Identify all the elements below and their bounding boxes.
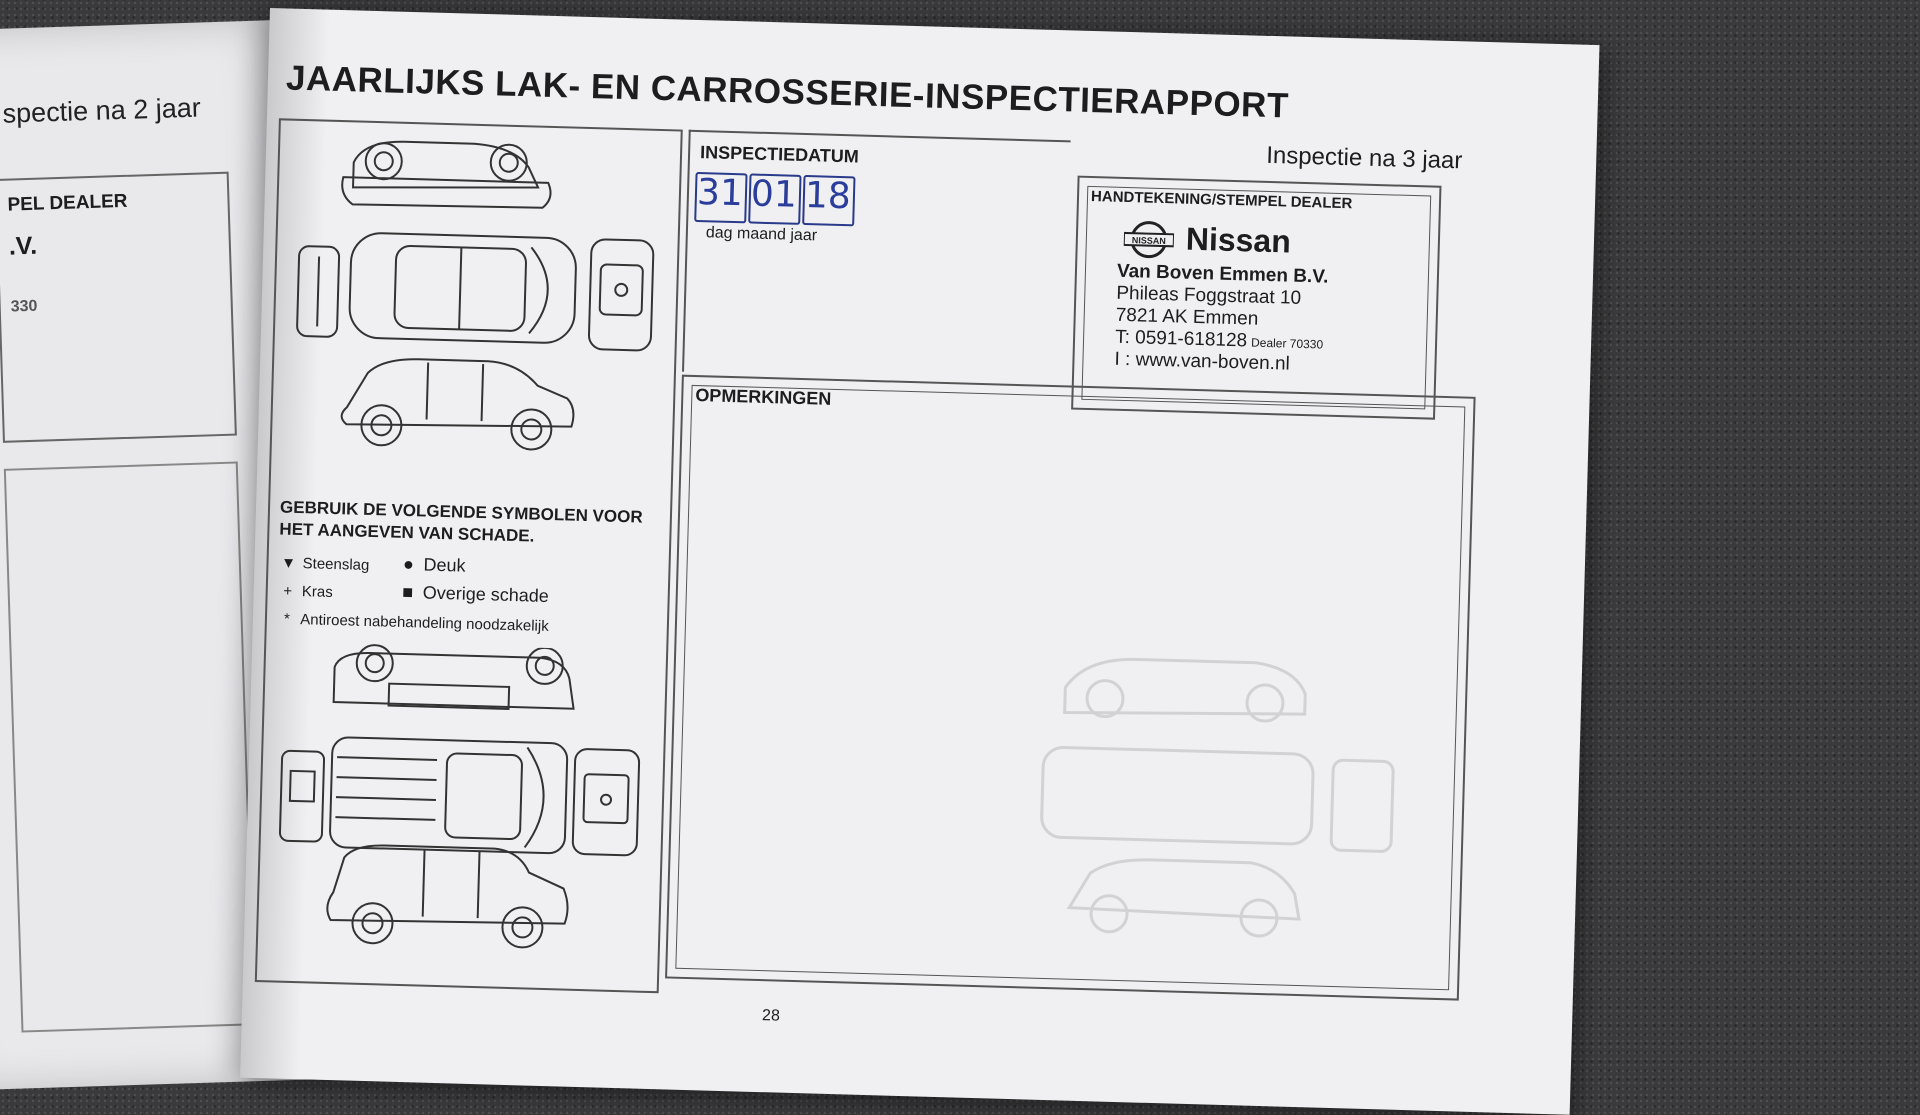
legend-label: Steenslag <box>302 555 370 574</box>
previous-dealer-number: 330 <box>10 297 38 316</box>
inspection-date-label: INSPECTIEDATUM <box>699 142 860 167</box>
page-number: 28 <box>761 1007 781 1025</box>
bleed-through-cars-icon <box>1040 657 1395 938</box>
handwritten-day: 31 <box>696 172 744 215</box>
legend-label: Deuk <box>423 554 466 576</box>
legend-item-overige-schade: ■ Overige schade <box>397 582 549 607</box>
previous-remarks-box <box>3 461 256 1033</box>
date-caption: dag maand jaar <box>705 224 818 245</box>
plus-icon: + <box>283 582 293 600</box>
dealer-brand: Nissan <box>1185 220 1292 260</box>
previous-dealer-name: .V. <box>8 231 38 261</box>
nissan-logo-icon: NISSAN <box>1123 221 1175 259</box>
square-icon: ■ <box>402 581 414 603</box>
legend-label: Kras <box>301 583 333 601</box>
suv-diagram-icon <box>296 140 655 451</box>
pickup-diagram-icon <box>278 644 641 949</box>
previous-page-heading: spectie na 2 jaar <box>2 92 202 129</box>
dealer-stamp: NISSAN Nissan Van Boven Emmen B.V. Phile… <box>1114 219 1428 375</box>
legend-heading: GEBRUIK DE VOLGENDE SYMBOLEN VOOR HET AA… <box>279 497 643 546</box>
handwritten-month: 01 <box>750 173 798 216</box>
inspection-date-section: INSPECTIEDATUM 31 01 18 dag maand jaar <box>682 129 1071 383</box>
damage-diagram-panel: GEBRUIK DE VOLGENDE SYMBOLEN VOOR HET AA… <box>254 118 683 994</box>
circle-icon: ● <box>402 553 415 575</box>
legend-item-deuk: ● Deuk <box>398 554 466 577</box>
legend-item-kras: + Kras <box>277 582 333 601</box>
remarks-panel: OPMERKINGEN <box>665 374 1476 1001</box>
legend-label: Overige schade <box>422 582 550 607</box>
dealer-phone: T: 0591-618128 <box>1114 326 1248 352</box>
previous-dealer-box: PEL DEALER .V. 330 <box>0 171 237 443</box>
page-title: JAARLIJKS LAK- EN CARROSSERIE-INSPECTIER… <box>285 58 1290 126</box>
remarks-label: OPMERKINGEN <box>695 385 832 409</box>
legend-item-antiroest: * Antiroest nabehandeling noodzakelijk <box>277 610 549 635</box>
legend-item-steenslag: ▼ Steenslag <box>278 554 370 574</box>
legend-label: Antiroest nabehandeling noodzakelijk <box>300 611 549 636</box>
asterisk-icon: * <box>283 610 291 628</box>
dealer-number: Dealer 70330 <box>1250 335 1324 352</box>
handwritten-year: 18 <box>804 175 852 218</box>
inspection-report-page: JAARLIJKS LAK- EN CARROSSERIE-INSPECTIER… <box>240 8 1600 1115</box>
page-subtitle: Inspectie na 3 jaar <box>1265 141 1463 175</box>
dealer-signature-box: HANDTEKENING/STEMPEL DEALER NISSAN Nissa… <box>1071 175 1442 420</box>
triangle-icon: ▼ <box>280 554 297 572</box>
previous-dealer-label: PEL DEALER <box>7 190 128 216</box>
nissan-logo-text: NISSAN <box>1132 235 1166 246</box>
